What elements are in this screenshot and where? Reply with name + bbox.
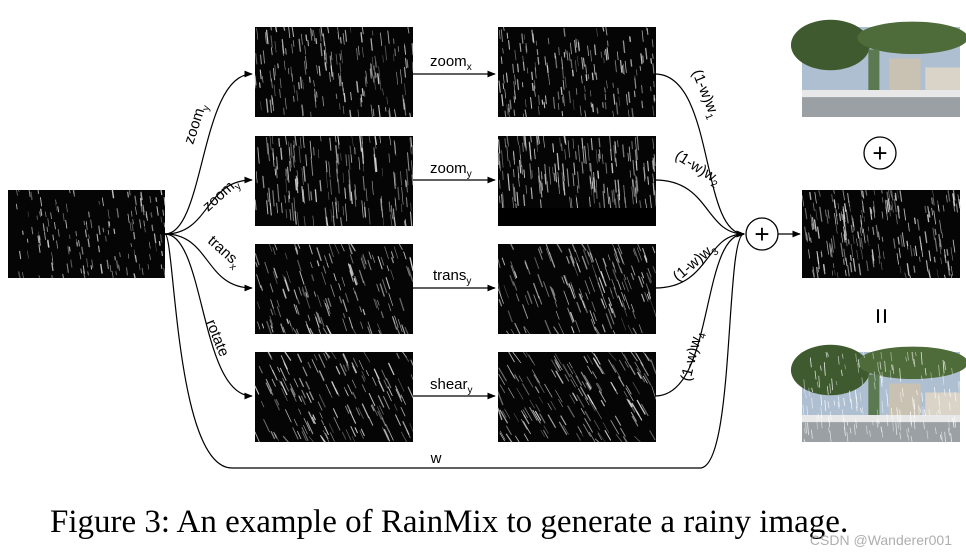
edge-second-3-to-sum	[654, 230, 745, 289]
second-op-label-4: sheary	[430, 376, 473, 396]
rain-second-op-image-3	[497, 243, 657, 335]
second-op-label-1: zoomx	[430, 53, 472, 73]
rain-first-op-image-1	[254, 26, 414, 118]
edge-source-to-first-1	[164, 70, 253, 235]
rain-second-op-image-4	[497, 351, 657, 443]
rain-mixed-image	[802, 189, 961, 279]
rain-first-op-image-4	[254, 351, 414, 443]
rain-first-op-image-2	[254, 135, 414, 227]
second-op-label-2: zoomy	[430, 160, 472, 180]
plus-between-node	[863, 136, 897, 170]
equals-symbol: =	[867, 308, 898, 324]
weight-label-1: (1-w)w1	[686, 67, 724, 122]
first-op-label-3: transx	[202, 232, 244, 273]
first-op-label-4: rotate	[202, 317, 232, 359]
edge-second-4-to-sum	[654, 230, 745, 397]
rain-second-op-image-1	[498, 26, 656, 118]
first-op-label-2: zoomy	[199, 174, 243, 217]
rain-source-image	[8, 189, 166, 279]
skip-label: w	[430, 450, 442, 467]
second-op-label-3: transy	[433, 267, 471, 287]
edge-skip-w	[164, 230, 745, 469]
rain-first-op-image-3	[254, 243, 414, 335]
weight-label-4: (1-w)w4	[677, 329, 709, 383]
edge-second-1-to-sum	[654, 73, 745, 238]
edge-second-2-to-sum	[654, 179, 745, 238]
plus-between-symbol: +	[872, 138, 887, 168]
edge-source-to-first-2	[164, 176, 253, 235]
sum-symbol: +	[754, 219, 769, 249]
edge-source-to-first-3	[164, 233, 253, 292]
rain-second-op-image-2	[497, 135, 657, 226]
figure-caption: Figure 3: An example of RainMix to gener…	[50, 504, 849, 540]
watermark: CSDN @Wanderer001	[809, 532, 952, 548]
rainy-scene-photo	[790, 344, 966, 443]
clean-scene-photo	[790, 19, 966, 117]
edge-source-to-first-4	[164, 233, 253, 400]
rainmix-diagram: + + = zoomy zoomy transx rotate zoomx zo…	[8, 19, 966, 469]
